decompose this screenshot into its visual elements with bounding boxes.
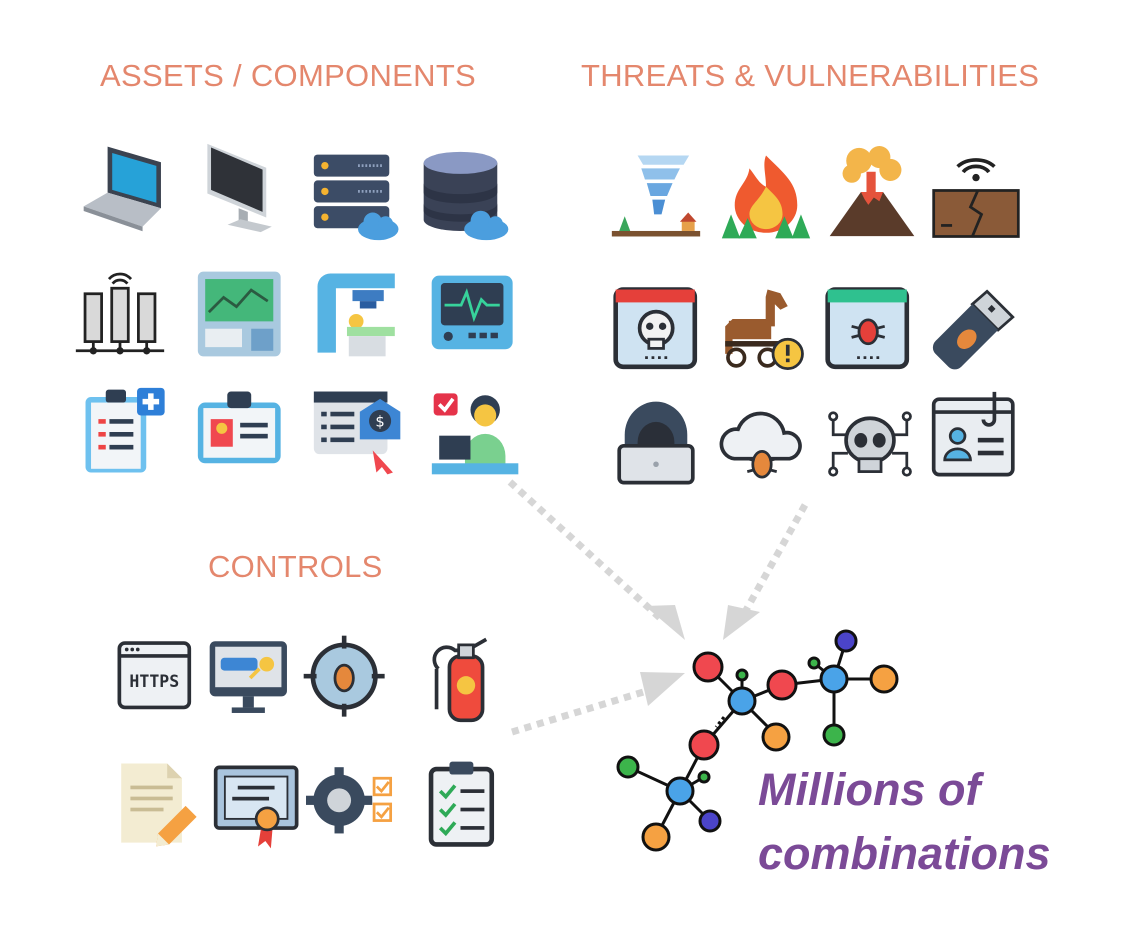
- online-payment-icon: $: [312, 386, 404, 478]
- network-node: [807, 656, 821, 670]
- hacker-icon: [610, 398, 702, 490]
- clipboard-check-icon: [420, 758, 512, 850]
- network-node: [641, 822, 671, 852]
- server-cloud-icon: [312, 150, 404, 242]
- bug-target-icon: [300, 632, 392, 724]
- phishing-profile-icon: [930, 390, 1022, 482]
- cloud-bug-icon: [716, 398, 808, 490]
- medical-record-icon: [80, 386, 172, 478]
- infected-usb-icon: [930, 284, 1022, 376]
- network-node: [698, 809, 722, 833]
- network-servers-icon: [74, 268, 166, 360]
- network-node: [869, 664, 899, 694]
- assets-heading: ASSETS / COMPONENTS: [100, 58, 477, 93]
- medical-display-icon: [196, 268, 288, 360]
- document-edit-icon: [112, 758, 204, 850]
- svg-text:$: $: [375, 413, 384, 430]
- trojan-horse-icon: [716, 284, 808, 376]
- network-node: [692, 651, 724, 683]
- network-node: [822, 723, 846, 747]
- arrow-assets-head: [645, 605, 685, 640]
- arrow-controls-head: [640, 672, 685, 706]
- caption-line-2: combinations: [758, 828, 1051, 879]
- xray-scanner-icon: [312, 268, 404, 360]
- arrow-threats-line: [741, 503, 809, 614]
- network-node: [616, 755, 640, 779]
- skull-window-icon: [612, 284, 704, 376]
- receptionist-icon: [430, 386, 522, 478]
- threats-heading: THREATS & VULNERABILITIES: [581, 58, 1040, 93]
- network-node: [727, 686, 757, 716]
- arrow-assets-line: [507, 479, 663, 621]
- bug-window-icon: [824, 284, 916, 376]
- heart-monitor-icon: [428, 272, 520, 364]
- arrow-controls-line: [510, 686, 652, 736]
- svg-text:HTTPS: HTTPS: [129, 672, 179, 691]
- network-node: [688, 729, 720, 761]
- laptop-icon: [80, 142, 172, 234]
- tornado-icon: [610, 150, 702, 242]
- network-node: [819, 664, 849, 694]
- fire-extinguisher-icon: [420, 632, 512, 724]
- network-node: [697, 770, 711, 784]
- gear-checklist-icon: [306, 758, 398, 850]
- controls-heading: CONTROLS: [208, 549, 383, 584]
- monitor-icon: [200, 142, 292, 234]
- https-icon: HTTPS: [112, 632, 204, 724]
- caption-line-1: Millions of: [758, 764, 981, 815]
- network-node: [834, 629, 858, 653]
- network-node: [665, 776, 695, 806]
- network-node: [735, 668, 749, 682]
- id-card-icon: [196, 386, 288, 478]
- arrow-threats-head: [723, 605, 760, 640]
- network-node: [761, 722, 791, 752]
- database-cloud-icon: [420, 150, 512, 242]
- volcano-icon: [826, 146, 918, 238]
- monitor-key-icon: [206, 632, 298, 724]
- earthquake-icon: [930, 150, 1022, 242]
- certificate-icon: [212, 760, 304, 852]
- network-node: [766, 669, 798, 701]
- wildfire-icon: [720, 150, 812, 242]
- combination-network: [616, 629, 899, 852]
- skull-circuit-icon: [824, 398, 916, 490]
